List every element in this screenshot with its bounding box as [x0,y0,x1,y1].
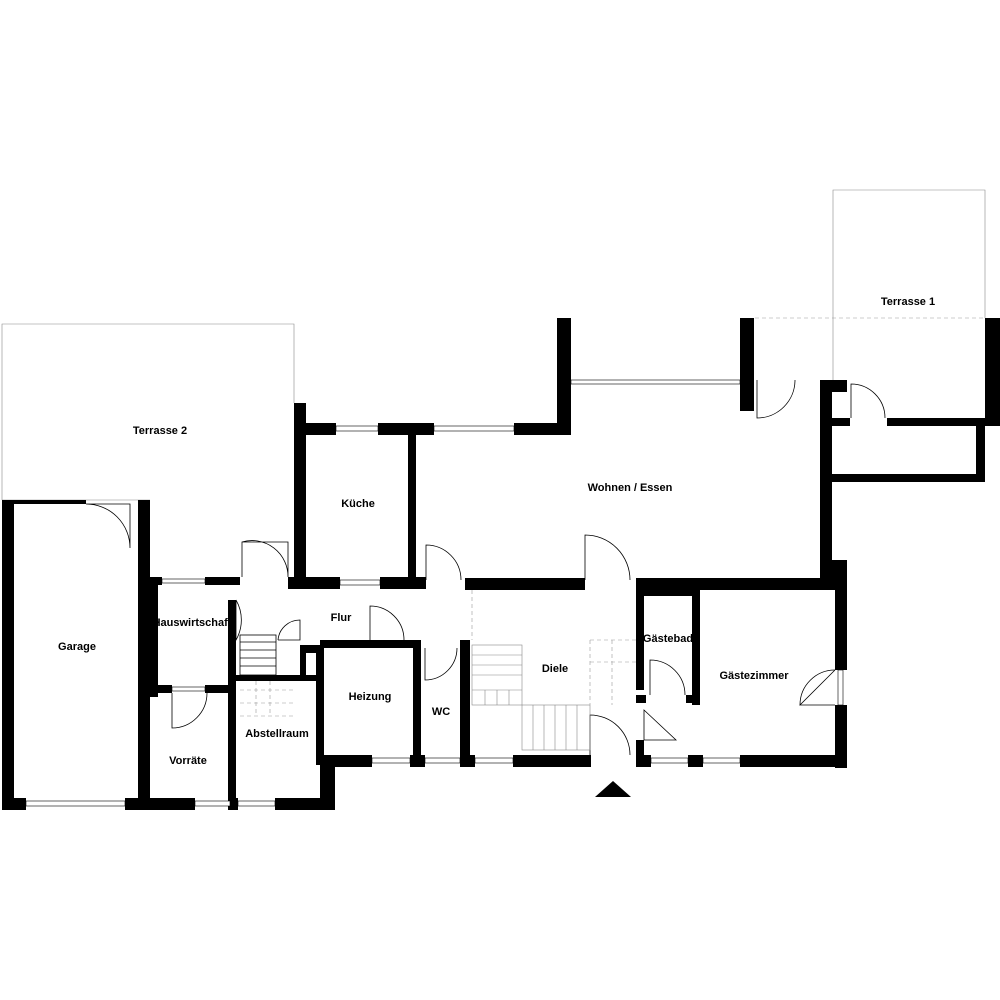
label-gaestebad: Gästebad [643,633,693,645]
terrace-outlines [1,189,986,501]
label-abstellraum: Abstellraum [245,728,309,740]
label-diele: Diele [542,663,568,675]
label-vorraete: Vorräte [169,755,207,767]
doors [85,379,886,756]
walls [2,318,1000,810]
label-terrasse-2: Terrasse 2 [133,425,187,437]
label-kueche: Küche [341,498,375,510]
windows [25,379,844,807]
label-hauswirtschaft: Hauswirtschaft [153,617,232,629]
label-flur: Flur [331,612,352,624]
label-wc: WC [432,706,450,718]
label-terrasse-1: Terrasse 1 [881,296,935,308]
label-wohnen-essen: Wohnen / Essen [588,482,673,494]
entrance-marker [595,781,631,797]
label-garage: Garage [58,641,96,653]
label-gaestezimmer: Gästezimmer [719,670,789,682]
stairs [239,590,636,751]
room-labels: Terrasse 1 Terrasse 2 Küche Wohnen / Ess… [58,296,935,767]
label-heizung: Heizung [349,691,392,703]
